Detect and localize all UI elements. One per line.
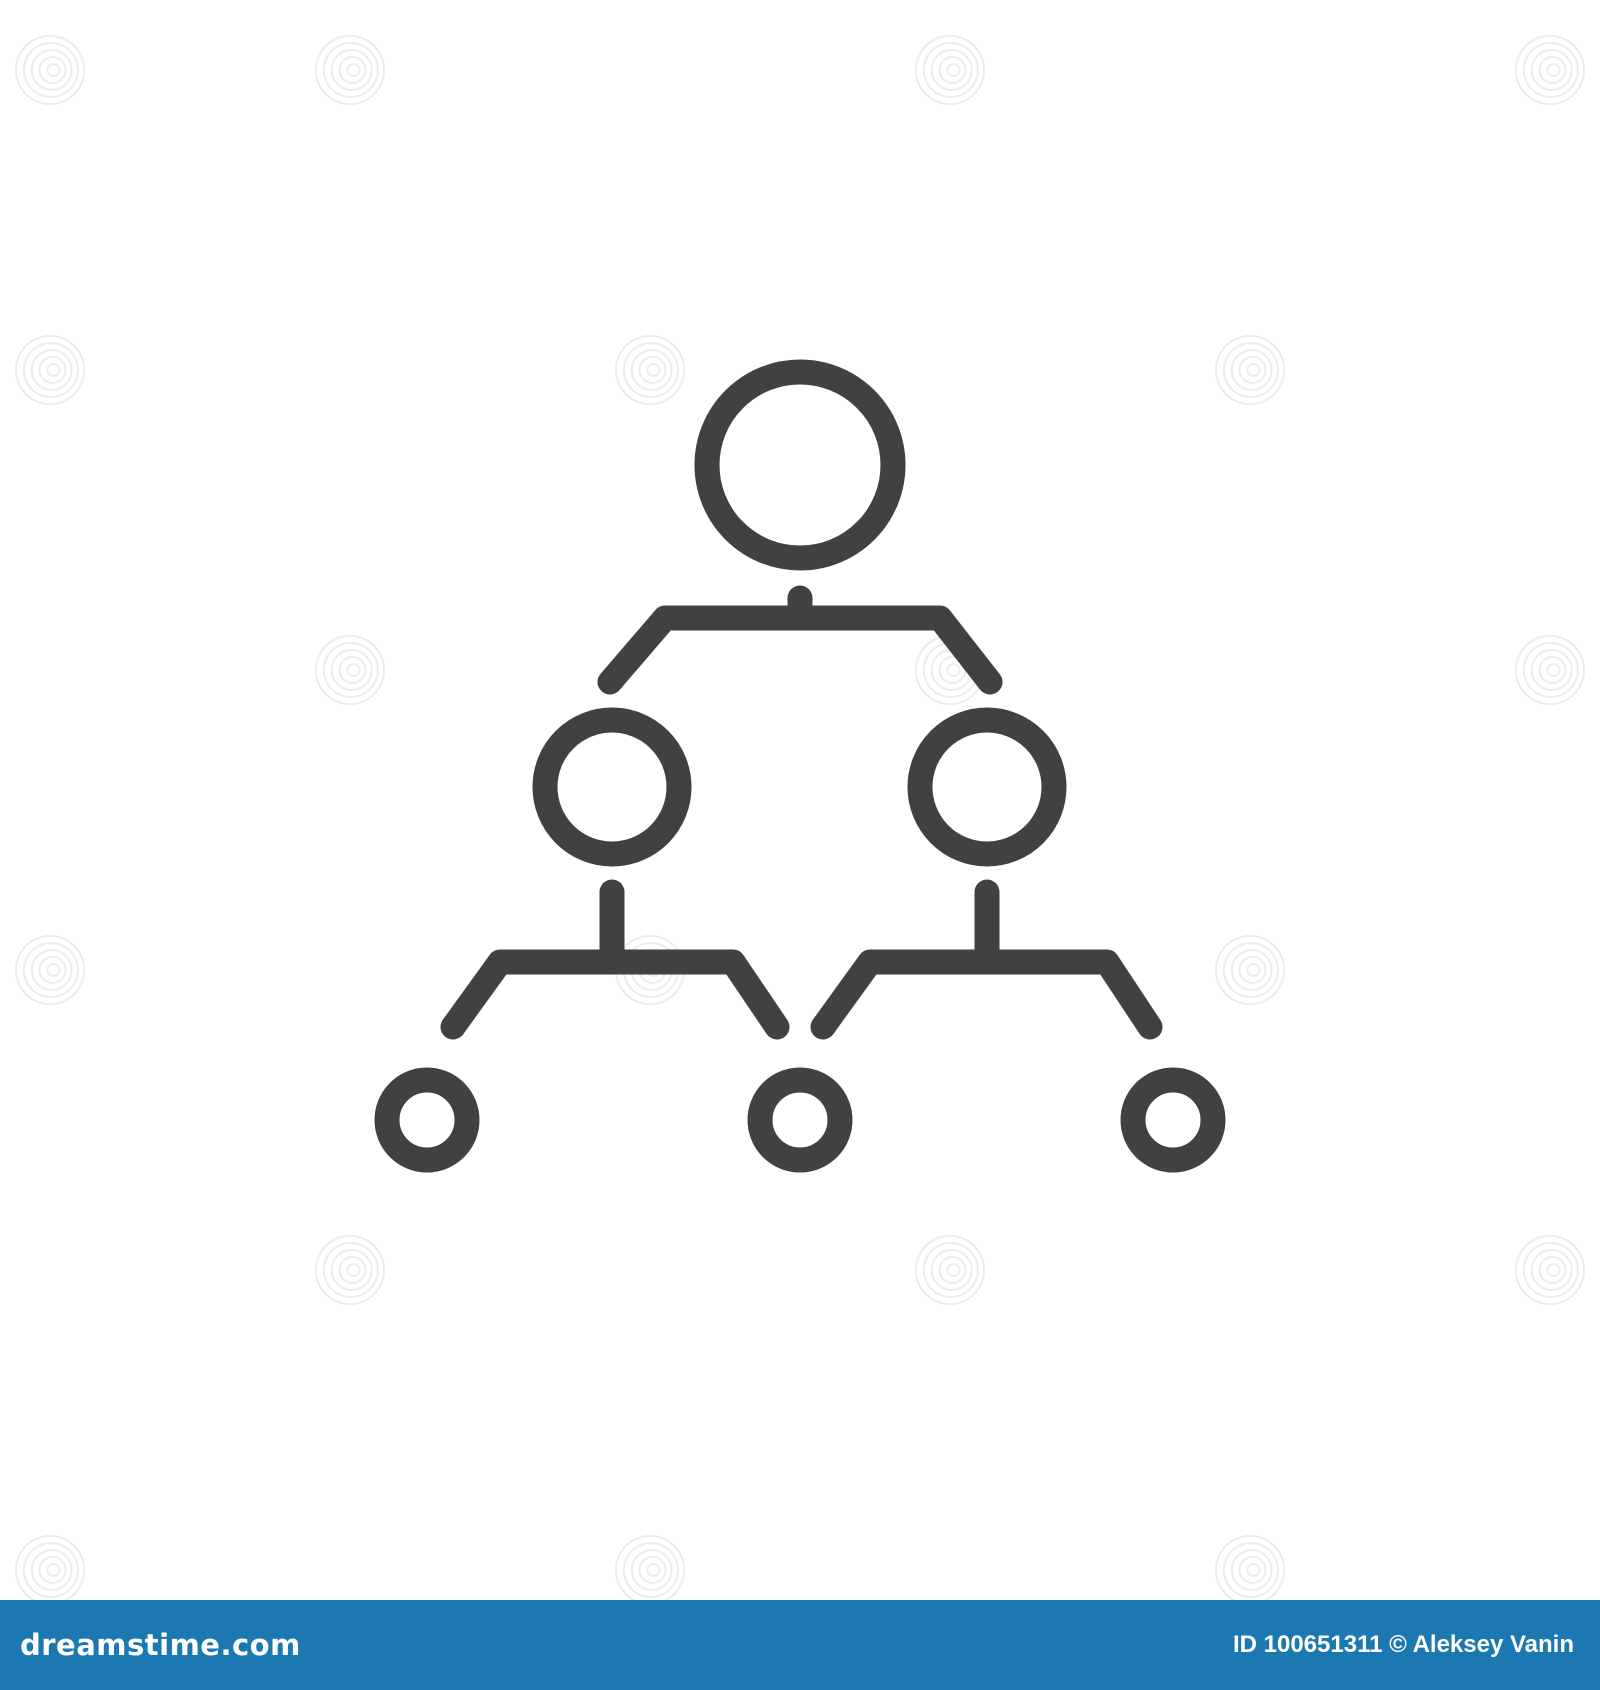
middle-right-node-circle bbox=[907, 707, 1067, 867]
right-branch-connector bbox=[810, 949, 1163, 1040]
middle-left-node-circle bbox=[532, 707, 692, 867]
bottom-right-node-circle bbox=[1120, 1067, 1226, 1173]
image-credit-text: ID 100651311 © Aleksey Vanin bbox=[1232, 1631, 1574, 1658]
bottom-middle-node-circle bbox=[747, 1067, 853, 1173]
dreamstime-logo-text: dreamstime.com bbox=[20, 1628, 301, 1662]
organization-hierarchy-icon bbox=[374, 359, 1226, 1173]
top-node-circle bbox=[694, 359, 906, 571]
top-branch-connector bbox=[597, 605, 1003, 695]
left-branch-connector bbox=[440, 949, 790, 1040]
footer-bar: dreamstime.com ID 100651311 © Aleksey Va… bbox=[0, 1600, 1600, 1690]
bottom-left-node-circle bbox=[374, 1067, 480, 1173]
